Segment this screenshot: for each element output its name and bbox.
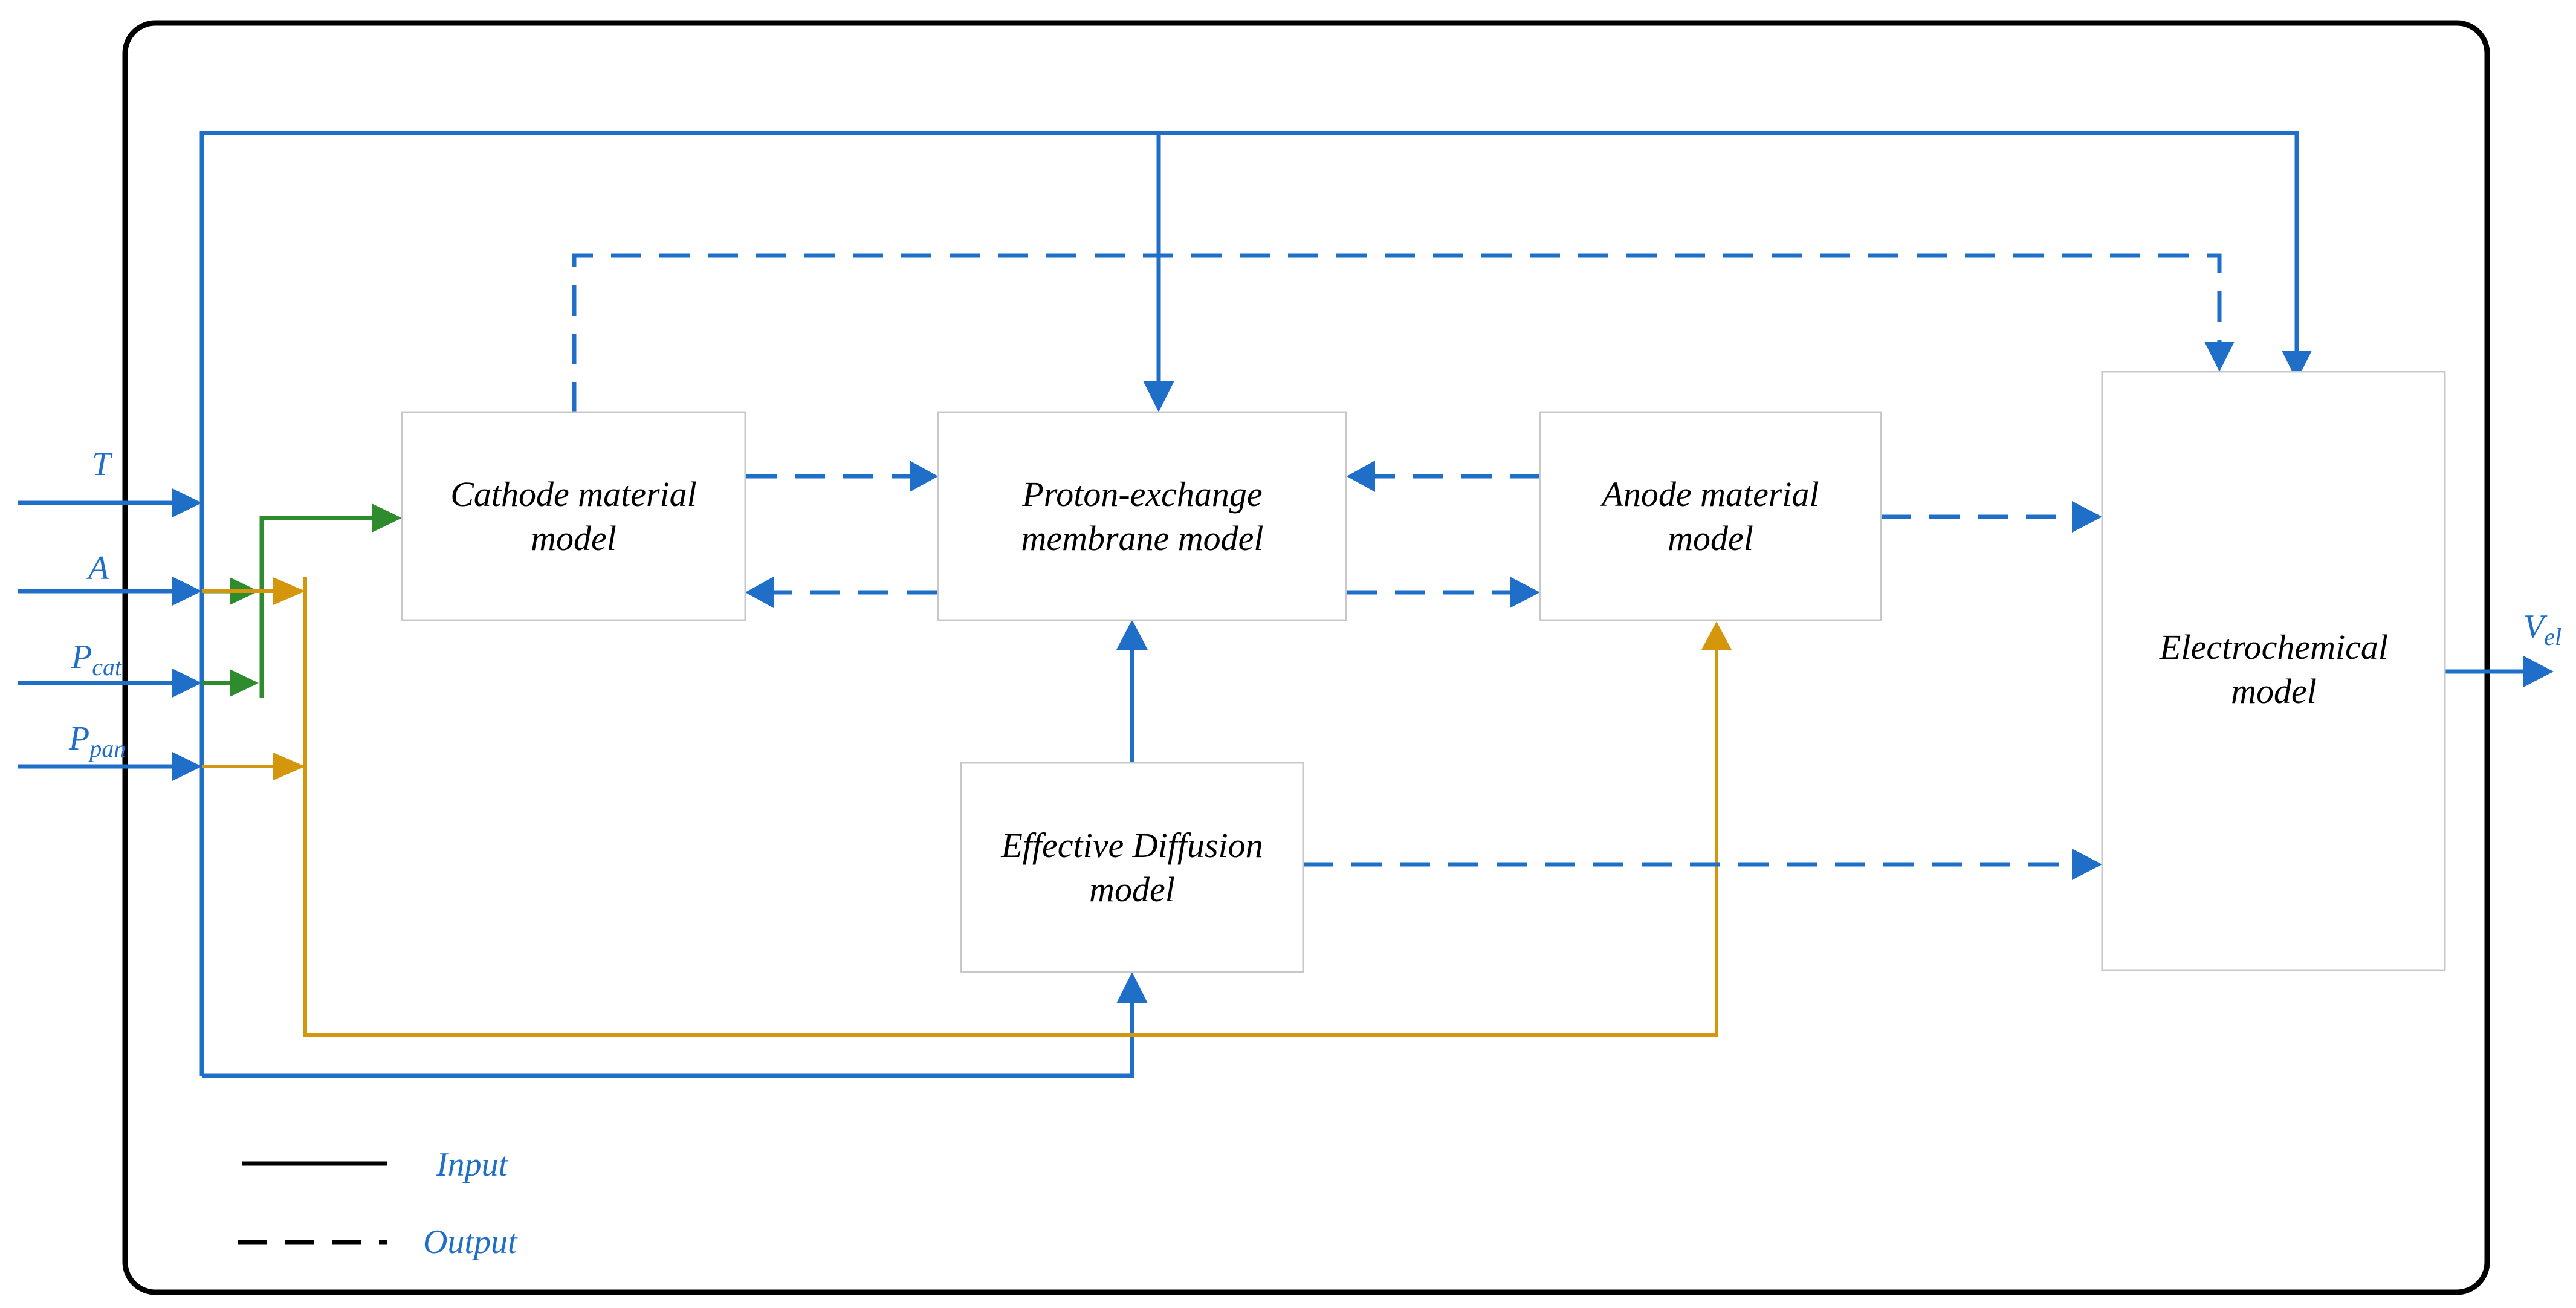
legend: Input Output xyxy=(238,1146,518,1261)
output-label-vel-main: V xyxy=(2523,608,2548,646)
arrow-dashed-into-anode xyxy=(1510,577,1540,608)
cathode-label-line1: Cathode material xyxy=(450,474,697,514)
bottom-bus-line xyxy=(202,1003,1134,1078)
anode-material-box: Anode material model xyxy=(1539,411,1882,621)
output-label-vel-sub: el xyxy=(2544,623,2561,650)
output-label-vel: Vel xyxy=(2523,608,2561,650)
proton-exchange-membrane-box: Proton-exchange membrane model xyxy=(937,411,1347,621)
arrow-green-pcat xyxy=(230,669,259,697)
diffusion-label-line1: Effective Diffusion xyxy=(1000,826,1263,865)
input-label-t: T xyxy=(92,445,113,483)
diffusion-label-line2: model xyxy=(1089,870,1175,909)
orange-to-anode-line xyxy=(303,577,1718,1037)
arrow-input-ppan xyxy=(172,752,202,781)
top-bus-line xyxy=(199,131,2299,1076)
arrow-into-anode-bottom xyxy=(1701,621,1732,650)
arrow-output-vel xyxy=(2523,656,2554,687)
arrow-orange-ppan xyxy=(273,753,305,780)
input-label-ppan-sub: pan xyxy=(88,735,126,762)
outer-frame xyxy=(122,20,2490,1295)
arrow-dashed-into-cathode xyxy=(745,577,774,608)
legend-output-label: Output xyxy=(423,1223,518,1261)
cathode-material-box: Cathode material model xyxy=(401,411,746,621)
arrow-input-pcat xyxy=(172,669,202,698)
arrow-dashed-into-pem-right xyxy=(1347,461,1375,492)
pem-label-line1: Proton-exchange xyxy=(1021,474,1262,514)
input-label-pcat-main: P xyxy=(71,638,92,676)
anode-label-line1: Anode material xyxy=(1599,474,1819,514)
effective-diffusion-box: Effective Diffusion model xyxy=(960,762,1304,973)
arrow-input-a xyxy=(172,577,202,606)
input-label-pcat: Pcat xyxy=(71,638,122,681)
green-to-cathode-line xyxy=(259,516,375,698)
arrow-into-diffusion-bottom xyxy=(1116,972,1148,1003)
arrow-orange-a xyxy=(273,577,305,605)
arrow-into-cathode xyxy=(372,503,402,533)
cathode-label-line2: model xyxy=(531,519,616,558)
electrochemical-box: Electrochemical model xyxy=(2101,371,2446,971)
input-label-ppan-main: P xyxy=(68,720,89,757)
arrow-input-t xyxy=(172,488,202,517)
electrochem-label-line2: model xyxy=(2231,672,2317,711)
legend-input-label: Input xyxy=(436,1146,509,1183)
anode-label-line2: model xyxy=(1668,519,1753,558)
arrow-dashed-into-electrochem-top xyxy=(2204,342,2235,372)
input-label-pcat-sub: cat xyxy=(92,653,122,681)
arrow-dashed-into-electrochem-anode xyxy=(2072,501,2102,533)
cathode-to-electrochem-dashed xyxy=(572,253,2222,412)
input-label-a: A xyxy=(86,549,109,587)
arrow-into-pem-top xyxy=(1143,381,1174,412)
electrochem-label-line1: Electrochemical xyxy=(2159,627,2388,667)
arrow-into-pem-bottom xyxy=(1116,620,1148,650)
arrow-dashed-into-electrochem-diffusion xyxy=(2072,849,2102,880)
arrow-dashed-into-pem-left xyxy=(910,461,938,492)
input-label-ppan: Ppan xyxy=(68,720,126,762)
arrow-into-electrochem-top xyxy=(2282,351,2312,381)
pem-label-line2: membrane model xyxy=(1021,519,1263,558)
